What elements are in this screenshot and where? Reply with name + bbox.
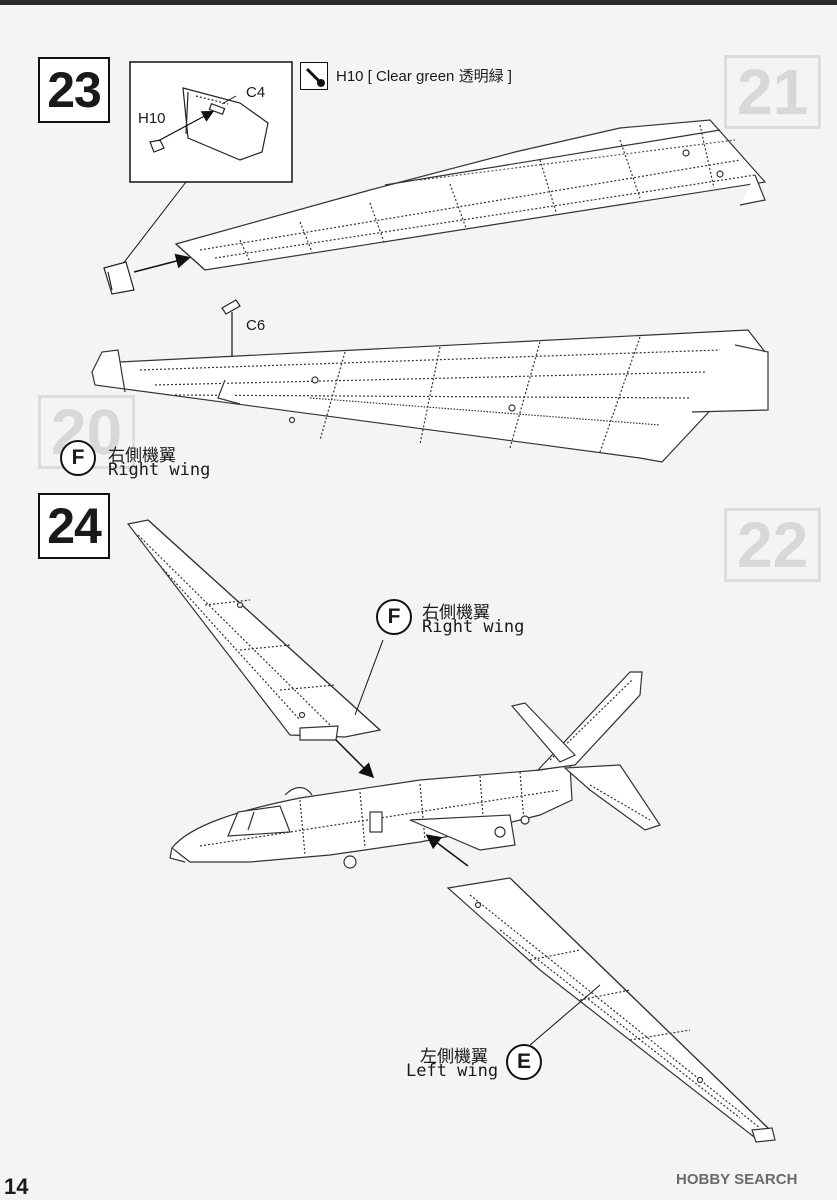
hobby-search-watermark: HOBBY SEARCH: [676, 1171, 798, 1188]
c4-wingtip-detail: [182, 87, 269, 161]
left-wing-label-cjk: 左側機翼: [420, 1047, 488, 1067]
right-wing-part-badge-f: F: [376, 599, 412, 635]
top-border: [0, 0, 837, 5]
right-wing-label-en: Right wing: [422, 617, 525, 637]
ghost-step-number: 22: [724, 508, 822, 582]
wing-label-en: Right wing: [108, 460, 211, 480]
left-wing-label-en: Left wing: [406, 1061, 499, 1081]
part-label-c6: C6: [246, 317, 266, 334]
horizontal-stabilizer: [510, 702, 661, 831]
wing-upper-step23: [174, 119, 767, 271]
wing-lower-step23: [91, 329, 769, 463]
part-label-h10: H10: [138, 110, 166, 127]
page-number: 14: [4, 1174, 29, 1199]
c4-wingtip-part: [103, 261, 135, 295]
ghost-step-number: 21: [724, 55, 822, 129]
right-wing-label-cjk: 右側機翼: [422, 603, 490, 623]
part-label-c4: C4: [246, 84, 266, 101]
paintbrush-icon: [300, 62, 328, 90]
step-number-23: 23: [38, 57, 110, 123]
h10-clear-part: [149, 139, 165, 153]
left-wing-step24: [446, 877, 776, 1143]
left-wing-part-badge-e: E: [506, 1044, 542, 1080]
step-number-24: 24: [38, 493, 110, 559]
paint-callout-text: H10 [ Clear green 透明緑 ]: [336, 68, 512, 85]
wing-part-badge-f: F: [60, 440, 96, 476]
c6-part: [221, 299, 241, 315]
wing-label-cjk: 右側機翼: [108, 446, 176, 466]
right-wing-step24: [126, 519, 382, 741]
fuselage: [169, 764, 573, 869]
